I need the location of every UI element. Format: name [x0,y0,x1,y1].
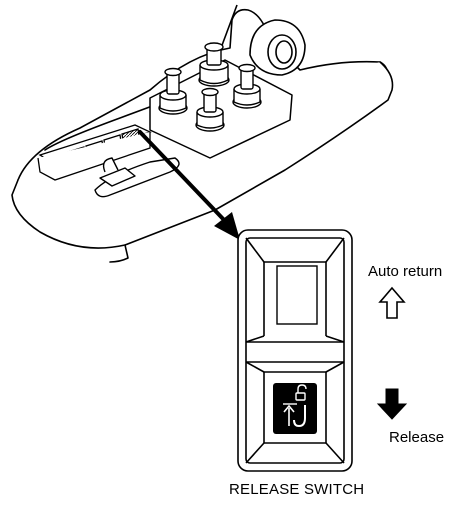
switch-row [37,124,152,181]
cable-line [220,4,238,49]
release-switch [237,229,353,472]
release-label: Release [389,429,445,446]
outline-up-arrow-icon [378,286,406,319]
hook-release-icon [273,383,317,434]
auto-return-label: Auto return [368,263,443,280]
joystick-left [158,67,188,115]
rotary-knob [249,19,306,76]
lever-slot [94,157,180,198]
release-switch-caption: RELEASE SWITCH [229,481,365,498]
joystick-center [198,42,230,87]
joystick-right [232,63,262,109]
solid-down-arrow-icon [376,388,408,420]
leader-arrow [138,130,240,240]
joystick-front [195,87,225,132]
joystick-group [158,42,262,132]
